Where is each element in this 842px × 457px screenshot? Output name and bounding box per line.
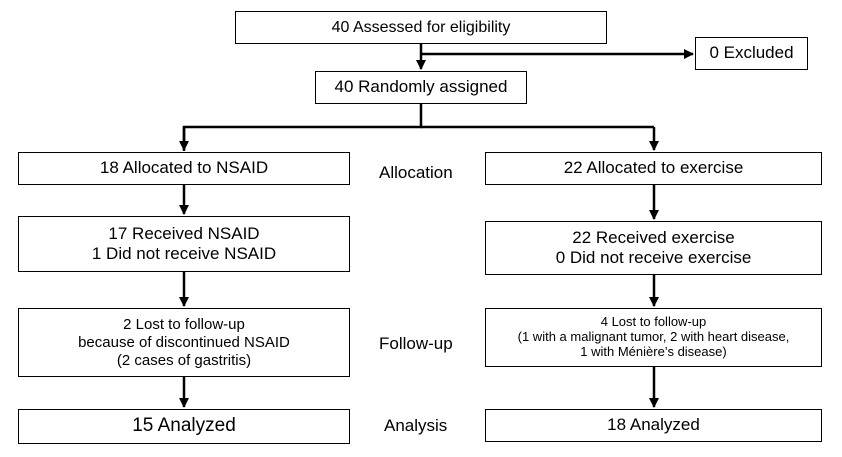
left-allocated-box: 18 Allocated to NSAID	[18, 152, 350, 185]
assessed-text: 40 Assessed for eligibility	[331, 18, 511, 36]
left-lost-line-2: because of discontinued NSAID	[78, 333, 290, 351]
right-received-line-1: 22 Received exercise	[572, 227, 735, 247]
left-received-line-1: 17 Received NSAID	[108, 223, 260, 243]
right-lost-line-3: 1 with Ménière’s disease)	[580, 343, 727, 359]
right-received-line-2: 0 Did not receive exercise	[555, 248, 752, 267]
right-allocated-box: 22 Allocated to exercise	[485, 152, 822, 185]
left-received-box: 17 Received NSAID 1 Did not receive NSAI…	[18, 216, 350, 272]
stage-label-follow-up: Follow-up	[379, 334, 453, 353]
right-lost-line-2: (1 with a malignant tumor, 2 with heart …	[517, 329, 790, 345]
right-lost-line-1: 4 Lost to follow-up	[600, 314, 707, 330]
left-analyzed-text: 15 Analyzed	[132, 415, 236, 437]
left-lost-line-1: 2 Lost to follow-up	[123, 315, 245, 333]
right-received-box: 22 Received exercise 0 Did not receive e…	[485, 221, 822, 275]
assessed-box: 40 Assessed for eligibility	[235, 11, 607, 44]
right-analyzed-box: 18 Analyzed	[485, 409, 822, 442]
randomized-box: 40 Randomly assigned	[315, 71, 527, 104]
excluded-box: 0 Excluded	[695, 37, 808, 70]
left-received-line-2: 1 Did not receive NSAID	[91, 244, 277, 263]
left-lost-box: 2 Lost to follow-up because of discontin…	[18, 308, 350, 377]
left-lost-line-3: (2 cases of gastritis)	[116, 351, 252, 369]
left-allocated-text: 18 Allocated to NSAID	[99, 158, 269, 178]
split-line	[182, 104, 423, 151]
randomized-text: 40 Randomly assigned	[334, 77, 508, 97]
left-analyzed-box: 15 Analyzed	[18, 409, 350, 444]
right-lost-box: 4 Lost to follow-up (1 with a malignant …	[485, 308, 822, 367]
stage-label-analysis: Analysis	[384, 416, 448, 435]
right-allocated-text: 22 Allocated to exercise	[563, 158, 744, 178]
excluded-text: 0 Excluded	[709, 43, 794, 63]
stage-label-allocation: Allocation	[379, 163, 453, 182]
right-analyzed-text: 18 Analyzed	[607, 415, 700, 435]
